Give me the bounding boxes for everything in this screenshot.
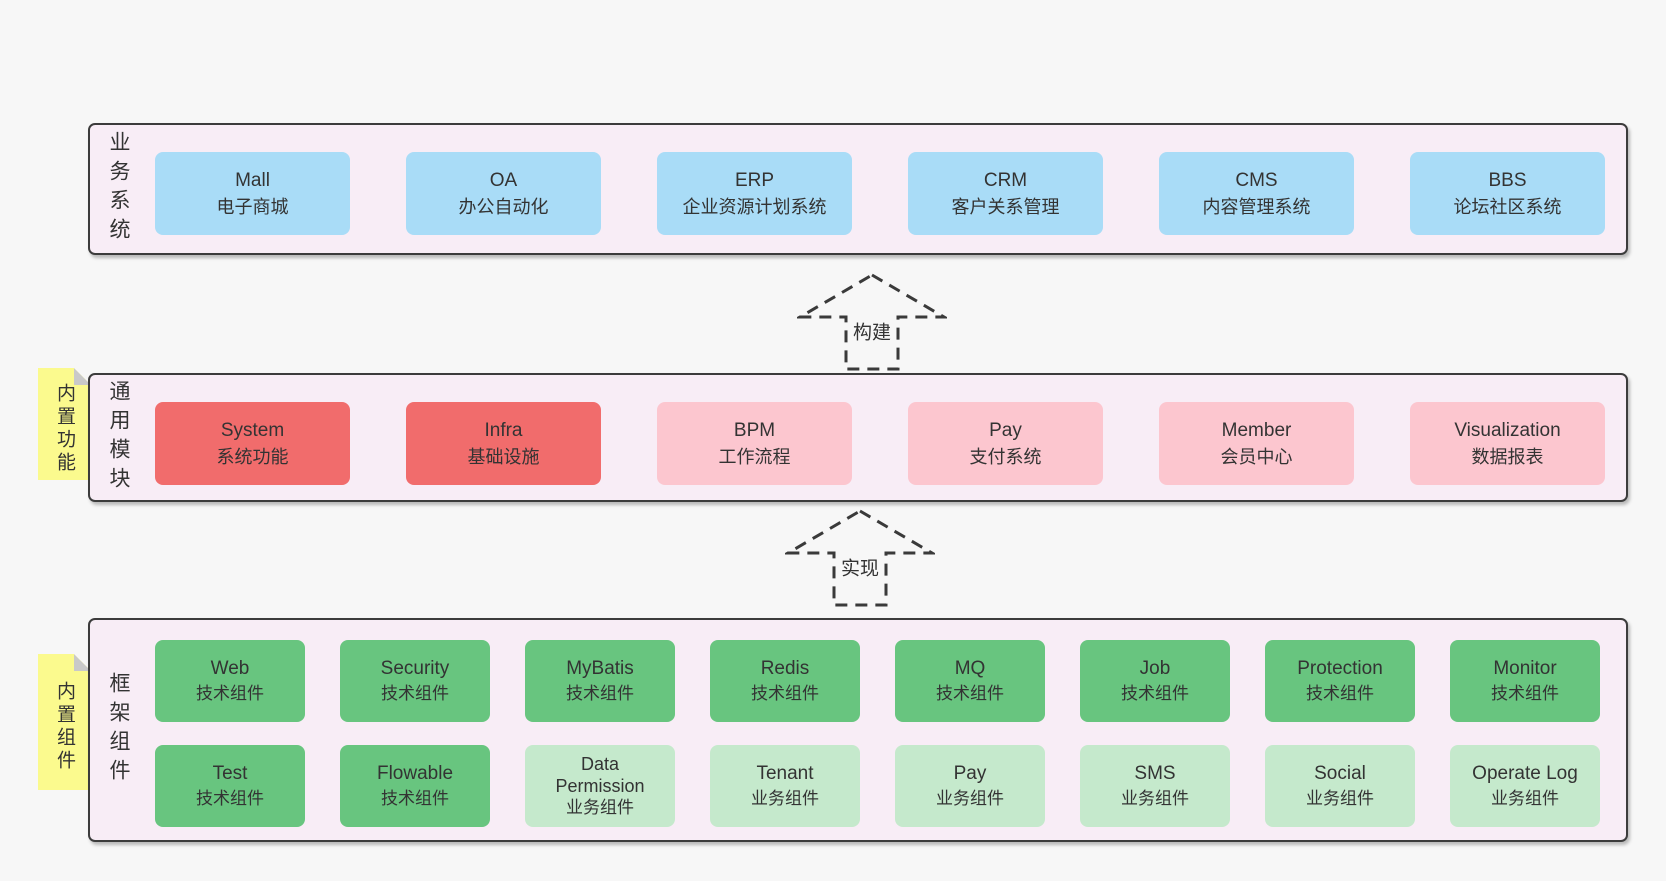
box-data-permission: Data Permission 业务组件 [525, 745, 675, 827]
tag-builtin-features: 内置功能 [38, 368, 91, 480]
box-pay-component: Pay 业务组件 [895, 745, 1045, 827]
implement-arrow-label: 实现 [837, 552, 883, 582]
box-web: Web 技术组件 [155, 640, 305, 722]
section-common-modules-label: 通用模块 [107, 379, 130, 496]
box-operate-log: Operate Log 业务组件 [1450, 745, 1600, 827]
section-framework-components-label: 框架组件 [107, 672, 130, 788]
section-common-modules: 通用模块 System 系统功能 Infra 基础设施 BPM 工作流程 Pay… [88, 373, 1628, 502]
section-framework-components: 框架组件 Web 技术组件 Security 技术组件 MyBatis 技术组件… [88, 618, 1628, 842]
box-oa: OA 办公自动化 [406, 152, 601, 235]
box-crm: CRM 客户关系管理 [908, 152, 1103, 235]
build-arrow-label: 构建 [849, 316, 895, 346]
box-bpm: BPM 工作流程 [657, 402, 852, 485]
box-sms: SMS 业务组件 [1080, 745, 1230, 827]
box-monitor: Monitor 技术组件 [1450, 640, 1600, 722]
box-system: System 系统功能 [155, 402, 350, 485]
box-cms: CMS 内容管理系统 [1159, 152, 1354, 235]
build-arrow-icon [797, 273, 947, 371]
box-flowable: Flowable 技术组件 [340, 745, 490, 827]
box-visualization: Visualization 数据报表 [1410, 402, 1605, 485]
box-mq: MQ 技术组件 [895, 640, 1045, 722]
box-pay-module: Pay 支付系统 [908, 402, 1103, 485]
box-protection: Protection 技术组件 [1265, 640, 1415, 722]
tag-builtin-components-label: 内置组件 [54, 681, 75, 773]
section-business-systems: 业务系统 Mall 电子商城 OA 办公自动化 ERP 企业资源计划系统 CRM… [88, 123, 1628, 255]
box-bbs: BBS 论坛社区系统 [1410, 152, 1605, 235]
tag-builtin-components: 内置组件 [38, 654, 91, 790]
box-mall: Mall 电子商城 [155, 152, 350, 235]
box-test: Test 技术组件 [155, 745, 305, 827]
implement-arrow-icon [785, 509, 935, 607]
tag-builtin-features-label: 内置功能 [54, 383, 75, 475]
box-redis: Redis 技术组件 [710, 640, 860, 722]
section-business-systems-label: 业务系统 [107, 131, 130, 247]
box-member: Member 会员中心 [1159, 402, 1354, 485]
box-job: Job 技术组件 [1080, 640, 1230, 722]
box-infra: Infra 基础设施 [406, 402, 601, 485]
box-tenant: Tenant 业务组件 [710, 745, 860, 827]
box-mybatis: MyBatis 技术组件 [525, 640, 675, 722]
box-security: Security 技术组件 [340, 640, 490, 722]
box-erp: ERP 企业资源计划系统 [657, 152, 852, 235]
box-social: Social 业务组件 [1265, 745, 1415, 827]
